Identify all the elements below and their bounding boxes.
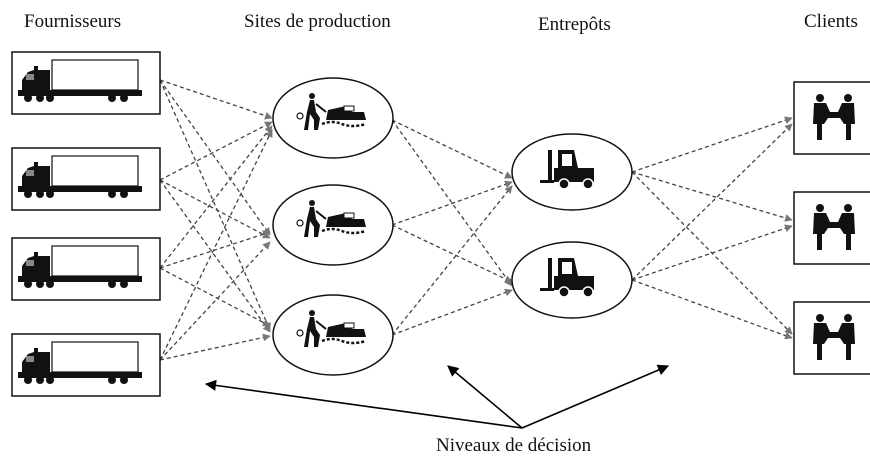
header-warehouses: Entrepôts xyxy=(538,14,611,35)
warehouse-node-1 xyxy=(511,133,633,211)
header-production: Sites de production xyxy=(244,11,391,32)
decision-levels-caption: Niveaux de décision xyxy=(436,435,592,456)
header-suppliers: Fournisseurs xyxy=(24,11,122,32)
production-node-2 xyxy=(272,184,394,266)
supplier-node-2 xyxy=(11,147,161,211)
client-node-3 xyxy=(793,301,870,375)
production-node-3 xyxy=(272,294,394,376)
truck-icon xyxy=(17,341,143,385)
supplier-node-1 xyxy=(11,51,161,115)
truck-icon xyxy=(17,155,143,199)
flow-lines xyxy=(159,79,793,361)
header-clients: Clients xyxy=(804,11,858,32)
truck-icon xyxy=(17,245,143,289)
client-node-2 xyxy=(793,191,870,265)
supplier-node-3 xyxy=(11,237,161,301)
client-node-1 xyxy=(793,81,870,155)
warehouse-node-2 xyxy=(511,241,633,319)
supplier-node-4 xyxy=(11,333,161,397)
truck-icon xyxy=(17,59,143,103)
decision-arrows xyxy=(204,364,670,429)
production-node-1 xyxy=(272,77,394,159)
